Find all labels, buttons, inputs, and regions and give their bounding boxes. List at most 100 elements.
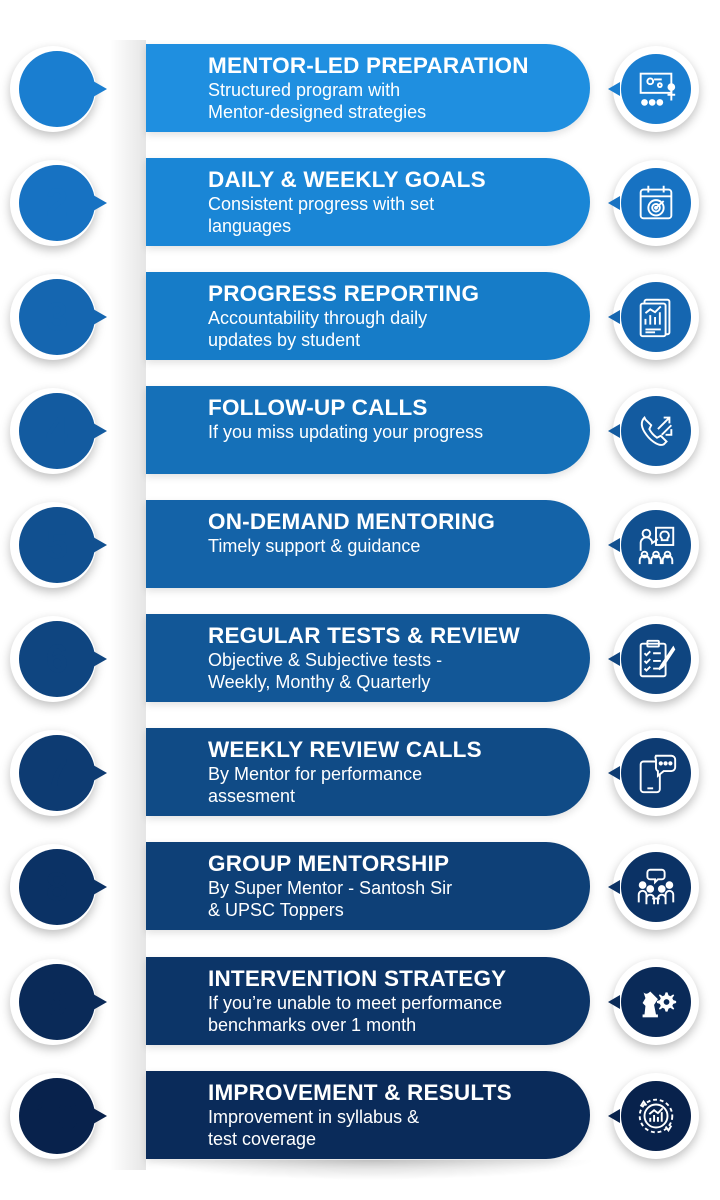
step-desc-line: Timely support & guidance [208,536,421,556]
step-number: 7 [19,735,107,811]
phone-call-icon [608,396,691,466]
step-title: PROGRESS REPORTING [208,281,480,306]
step-desc-line: Consistent progress with set [208,194,435,214]
step-banner: GROUP MENTORSHIP By Super Mentor - Santo… [146,842,590,930]
step-desc-line: If you’re unable to meet performance [208,993,503,1013]
results-gear-icon [608,1081,691,1151]
checklist-icon [608,624,691,694]
phone-chat-icon [608,738,691,808]
step-banner: INTERVENTION STRATEGY If you’re unable t… [146,957,590,1045]
step-number: 3 [19,279,107,355]
step-number-badge: 6 [10,616,107,702]
step-2: 2 DAILY & WEEKLY GOALS Consistent progre… [0,158,720,248]
step-4: 4 FOLLOW-UP CALLS If you miss updating y… [0,386,720,476]
step-title: WEEKLY REVIEW CALLS [208,737,482,762]
step-desc-line: Structured program with [208,80,401,100]
step-title: DAILY & WEEKLY GOALS [208,167,486,192]
step-icon-badge [608,388,699,474]
step-1: 1 MENTOR-LED PREPARATION Structured prog… [0,44,720,134]
step-desc-line: assesment [208,786,296,806]
step-desc-line: updates by student [208,330,361,350]
step-desc-line: Mentor-designed strategies [208,102,427,122]
step-desc-line: test coverage [208,1129,317,1149]
step-number-badge: 10 [10,1073,107,1159]
step-7: 7 WEEKLY REVIEW CALLS By Mentor for perf… [0,728,720,818]
step-icon-badge [608,844,699,930]
step-number: 6 [19,621,107,697]
step-9: 9 INTERVENTION STRATEGY If you’re unable… [0,957,720,1047]
step-icon-badge [608,274,699,360]
step-5: 5 ON-DEMAND MENTORING Timely support & g… [0,500,720,590]
step-8: 8 GROUP MENTORSHIP By Super Mentor - San… [0,842,720,932]
step-description: If you miss updating your progress [208,421,570,443]
step-number-badge: 1 [10,46,107,132]
step-number-badge: 5 [10,502,107,588]
step-number: 2 [19,165,107,241]
step-banner: WEEKLY REVIEW CALLS By Mentor for perfor… [146,728,590,816]
step-icon-badge [608,959,699,1045]
step-desc-line: Weekly, Monthy & Quarterly [208,672,431,692]
step-desc-line: & UPSC Toppers [208,900,344,920]
step-desc-line: Accountability through daily [208,308,428,328]
step-title: INTERVENTION STRATEGY [208,966,507,991]
step-number: 5 [19,507,107,583]
step-banner: ON-DEMAND MENTORING Timely support & gui… [146,500,590,588]
step-number: 4 [19,393,107,469]
step-6: 6 REGULAR TESTS & REVIEW Objective & Sub… [0,614,720,704]
step-title: ON-DEMAND MENTORING [208,509,496,534]
step-10: 10 IMPROVEMENT & RESULTS Improvement in … [0,1071,720,1161]
step-title: GROUP MENTORSHIP [208,851,450,876]
step-icon-badge [608,160,699,246]
step-number-badge: 7 [10,730,107,816]
step-number: 10 [19,1078,107,1154]
step-desc-line: languages [208,216,292,236]
step-banner: IMPROVEMENT & RESULTS Improvement in syl… [146,1071,590,1159]
step-number-badge: 9 [10,959,107,1045]
step-3: 3 PROGRESS REPORTING Accountability thro… [0,272,720,362]
step-banner: REGULAR TESTS & REVIEW Objective & Subje… [146,614,590,702]
step-number: 9 [19,964,107,1040]
step-description: Objective & Subjective tests -Weekly, Mo… [208,649,570,693]
step-description: Timely support & guidance [208,535,570,557]
step-number-badge: 8 [10,844,107,930]
step-number: 8 [19,849,107,925]
step-banner: DAILY & WEEKLY GOALS Consistent progress… [146,158,590,246]
step-desc-line: By Mentor for performance [208,764,423,784]
step-icon-badge [608,1073,699,1159]
banner-shadow [110,40,146,1170]
group-meeting-icon [608,852,691,922]
step-desc-line: benchmarks over 1 month [208,1015,417,1035]
report-chart-icon [608,282,691,352]
bottom-shadow [146,1160,596,1180]
step-title: FOLLOW-UP CALLS [208,395,428,420]
step-desc-line: Improvement in syllabus & [208,1107,420,1127]
step-desc-line: By Super Mentor - Santosh Sir [208,878,453,898]
step-banner: MENTOR-LED PREPARATION Structured progra… [146,44,590,132]
step-banner: PROGRESS REPORTING Accountability throug… [146,272,590,360]
mentor-idea-icon [608,510,691,580]
step-banner: FOLLOW-UP CALLS If you miss updating you… [146,386,590,474]
calendar-target-icon [608,168,691,238]
step-description: Improvement in syllabus &test coverage [208,1106,570,1150]
step-title: IMPROVEMENT & RESULTS [208,1080,512,1105]
strategy-gear-icon [608,967,691,1037]
step-number: 1 [19,51,107,127]
step-desc-line: Objective & Subjective tests - [208,650,443,670]
step-icon-badge [608,730,699,816]
step-desc-line: If you miss updating your progress [208,422,484,442]
step-title: MENTOR-LED PREPARATION [208,53,529,78]
step-number-badge: 3 [10,274,107,360]
step-icon-badge [608,616,699,702]
presentation-icon [608,54,691,124]
step-icon-badge [608,502,699,588]
step-description: By Super Mentor - Santosh Sir& UPSC Topp… [208,877,570,921]
step-number-badge: 4 [10,388,107,474]
step-icon-badge [608,46,699,132]
step-title: REGULAR TESTS & REVIEW [208,623,520,648]
step-number-badge: 2 [10,160,107,246]
